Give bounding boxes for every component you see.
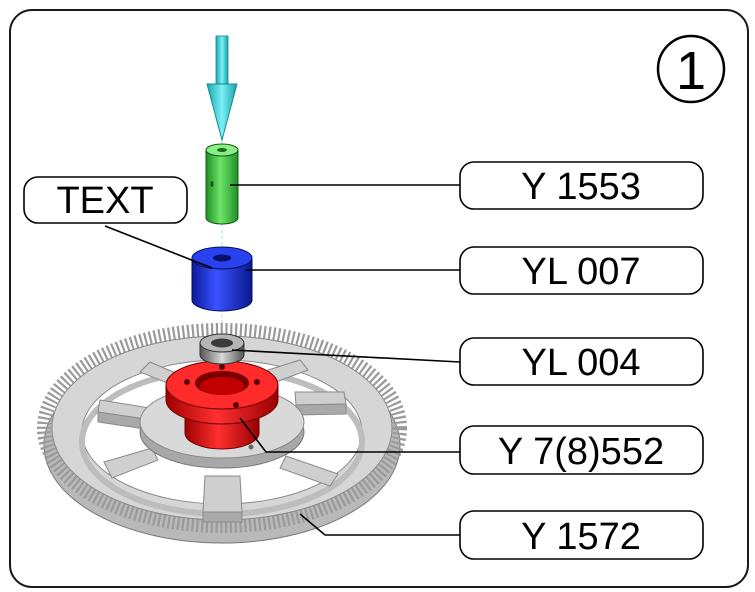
leader-lines — [104, 184, 461, 536]
callout-gear-label: Y 1572 — [521, 516, 641, 558]
callout-pin-label: Y 1553 — [521, 166, 641, 208]
callout-text-label: TEXT — [56, 180, 153, 222]
callout-bearing-label: YL 004 — [521, 342, 640, 384]
step-badge: 1 — [656, 34, 726, 104]
pin-y1553 — [205, 143, 239, 225]
callout-text: TEXT — [23, 176, 188, 224]
callout-bearing: YL 004 — [459, 337, 704, 386]
insertion-arrow-icon — [206, 35, 238, 142]
callout-gear: Y 1572 — [459, 510, 704, 560]
callout-hub-label: Y 7(8)552 — [498, 431, 664, 473]
bushing-yl007 — [191, 246, 253, 312]
callout-bushing: YL 007 — [459, 246, 704, 295]
hub-y7-8-552 — [165, 360, 279, 450]
bearing-yl004 — [199, 333, 245, 365]
step-number: 1 — [676, 41, 706, 101]
callout-pin: Y 1553 — [459, 161, 704, 210]
callout-hub: Y 7(8)552 — [459, 425, 704, 475]
callout-bushing-label: YL 007 — [521, 251, 640, 293]
